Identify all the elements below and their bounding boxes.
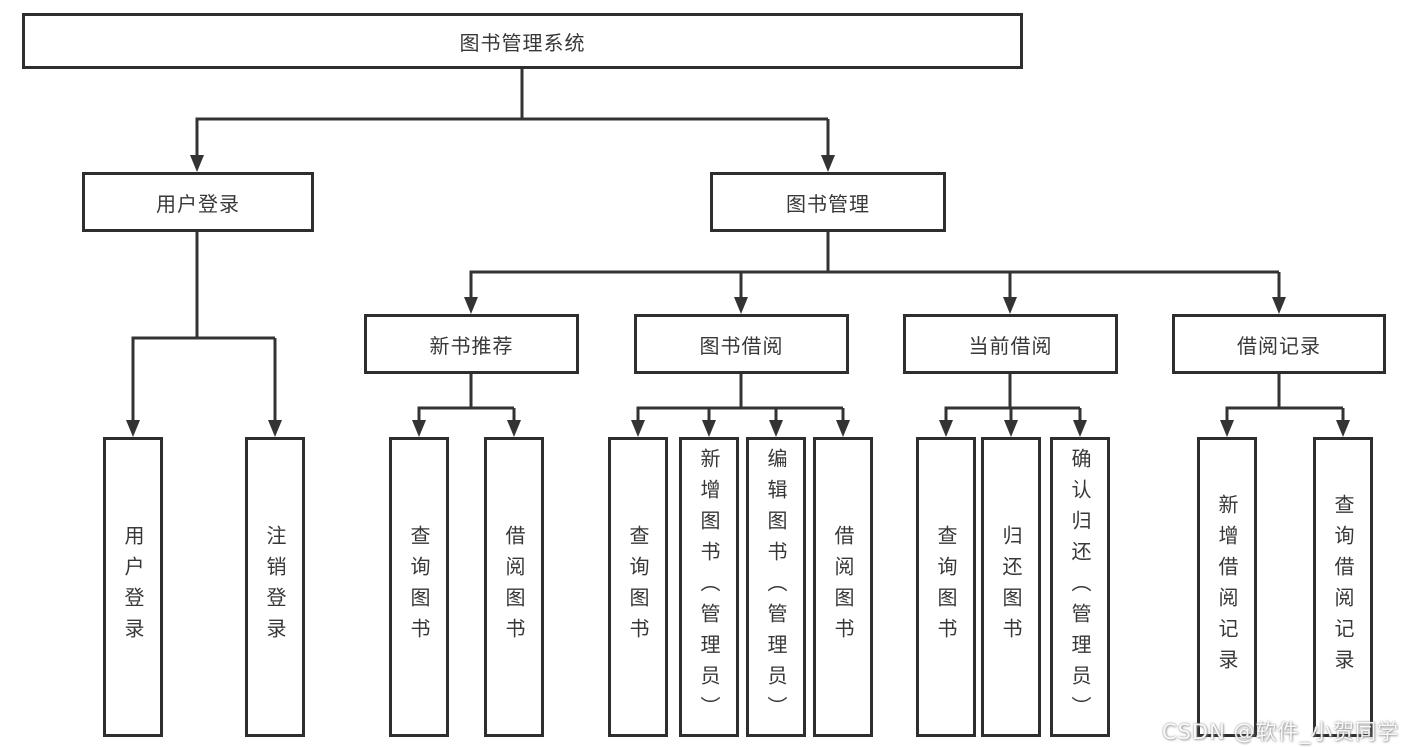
leaf-edit-books-admin: 编辑图书（管理员） — [746, 437, 806, 737]
node-new-book-recommend: 新书推荐 — [364, 314, 579, 374]
leaf-borrow-books-recommend: 借阅图书 — [484, 437, 544, 737]
node-borrow-records: 借阅记录 — [1172, 314, 1386, 374]
leaf-query-books-current: 查询图书 — [916, 437, 976, 737]
node-book-management: 图书管理 — [710, 172, 946, 232]
node-current-borrow: 当前借阅 — [903, 314, 1118, 374]
leaf-confirm-return-admin: 确认归还（管理员） — [1050, 437, 1110, 737]
node-root: 图书管理系统 — [22, 13, 1023, 69]
leaf-query-books-recommend: 查询图书 — [389, 437, 449, 737]
leaf-borrow-books: 借阅图书 — [813, 437, 873, 737]
csdn-watermark: CSDN @软件_小贺同学 — [1161, 720, 1399, 744]
node-book-borrow: 图书借阅 — [634, 314, 849, 374]
leaf-add-books-admin: 新增图书（管理员） — [679, 437, 739, 737]
leaf-query-books-borrow: 查询图书 — [608, 437, 668, 737]
leaf-user-login: 用户登录 — [103, 437, 163, 737]
leaf-add-borrow-record: 新增借阅记录 — [1197, 437, 1257, 737]
leaf-logout: 注销登录 — [245, 437, 305, 737]
node-user-login: 用户登录 — [82, 172, 314, 232]
leaf-return-books: 归还图书 — [981, 437, 1041, 737]
leaf-query-borrow-record: 查询借阅记录 — [1313, 437, 1373, 737]
